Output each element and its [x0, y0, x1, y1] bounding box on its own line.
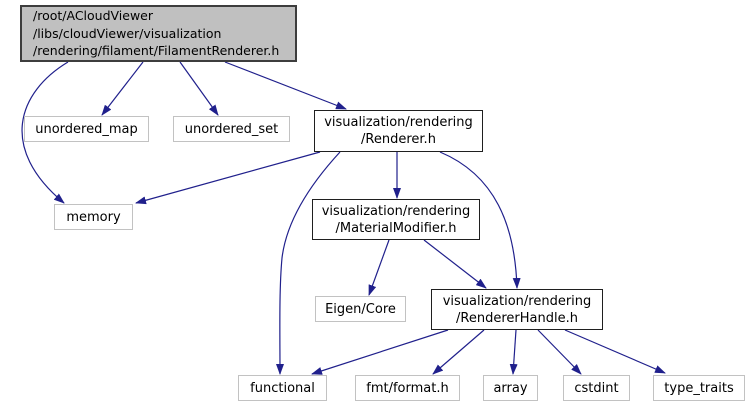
node-cstdint: cstdint: [563, 375, 630, 401]
edge-materialmodifier-eigencore: [368, 239, 390, 296]
edge-filamentrenderer-unorderedset: [179, 61, 219, 116]
node-type-traits: type_traits: [653, 375, 745, 401]
edge-rendererhandle-fmtformat: [432, 329, 485, 375]
node-label: unordered_map: [35, 121, 138, 137]
edge-materialmodifier-rendererhandle: [423, 239, 487, 289]
node-label: memory: [66, 209, 121, 225]
edge-rendererhandle-functional: [311, 329, 449, 375]
node-label: unordered_set: [184, 121, 279, 137]
edge-filamentrenderer-renderer: [224, 61, 347, 110]
node-fmt-format: fmt/format.h: [355, 375, 460, 401]
node-array: array: [483, 375, 538, 401]
edge-renderer-functional: [275, 151, 341, 375]
node-label: visualization/rendering /RendererHandle.…: [442, 293, 592, 326]
node-label: /root/ACloudViewer /libs/cloudViewer/vis…: [33, 8, 280, 59]
node-renderer[interactable]: visualization/rendering /Renderer.h: [314, 110, 483, 152]
node-renderer-handle[interactable]: visualization/rendering /RendererHandle.…: [431, 289, 603, 330]
node-label: visualization/rendering /Renderer.h: [324, 115, 473, 147]
node-eigen-core: Eigen/Core: [315, 296, 406, 322]
node-label: visualization/rendering /MaterialModifie…: [321, 203, 471, 236]
edge-rendererhandle-array: [509, 329, 518, 375]
edge-filamentrenderer-memory: [21, 61, 69, 204]
node-unordered-set: unordered_set: [173, 116, 290, 142]
edge-filamentrenderer-unorderedmap: [101, 61, 144, 116]
edge-rendererhandle-typetraits: [564, 329, 666, 374]
node-label: type_traits: [664, 380, 734, 396]
node-functional: functional: [238, 375, 327, 401]
edge-renderer-memory: [135, 151, 321, 205]
node-unordered-map: unordered_map: [24, 116, 149, 142]
node-material-modifier[interactable]: visualization/rendering /MaterialModifie…: [312, 199, 480, 240]
edge-renderer-rendererhandle: [439, 151, 521, 289]
node-label: Eigen/Core: [325, 301, 396, 317]
node-memory: memory: [54, 204, 133, 230]
edge-rendererhandle-cstdint: [537, 329, 582, 375]
node-filament-renderer: /root/ACloudViewer /libs/cloudViewer/vis…: [20, 5, 297, 62]
node-label: functional: [250, 380, 315, 396]
node-label: fmt/format.h: [366, 380, 449, 396]
node-label: cstdint: [574, 380, 619, 396]
node-label: array: [493, 380, 528, 396]
